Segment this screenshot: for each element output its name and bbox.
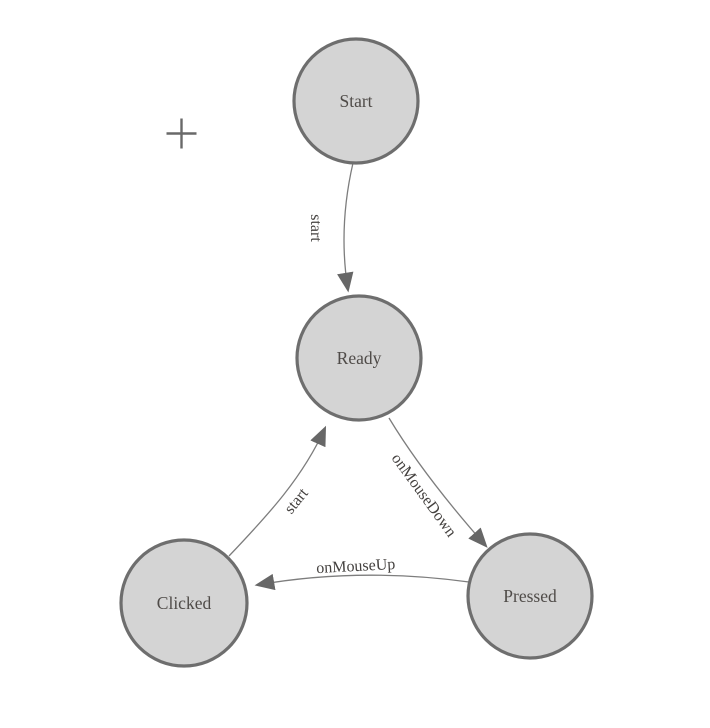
edge-label-start-to-ready: start: [307, 214, 324, 242]
edge-label-ready-to-pressed: onMouseDown: [388, 450, 460, 540]
node-clicked[interactable]: Clicked: [119, 538, 249, 668]
node-start[interactable]: Start: [292, 37, 420, 165]
state-circle-pressed[interactable]: [466, 532, 594, 660]
edge-ready-to-pressed[interactable]: onMouseDown: [388, 417, 488, 548]
edge-clicked-to-ready[interactable]: start: [228, 425, 327, 557]
node-label-clicked: Clicked: [157, 593, 212, 613]
plus-icon[interactable]: [166, 118, 197, 149]
node-label-start: Start: [339, 91, 372, 111]
state-circle-start[interactable]: [292, 37, 420, 165]
edge-line[interactable]: [337, 162, 354, 293]
node-pressed[interactable]: Pressed: [466, 532, 594, 660]
edge-line[interactable]: [388, 417, 488, 548]
node-ready[interactable]: Ready: [295, 294, 423, 422]
edge-pressed-to-clicked[interactable]: onMouseUp: [254, 556, 470, 591]
state-circle-ready[interactable]: [295, 294, 423, 422]
edge-line[interactable]: [254, 573, 470, 591]
node-label-pressed: Pressed: [503, 586, 557, 606]
node-label-ready: Ready: [337, 348, 382, 368]
edge-label-clicked-to-ready: start: [281, 485, 312, 518]
edge-label-pressed-to-clicked: onMouseUp: [316, 556, 396, 577]
state-circle-clicked[interactable]: [119, 538, 249, 668]
edge-line[interactable]: [228, 425, 327, 557]
edge-start-to-ready[interactable]: start: [307, 162, 354, 293]
